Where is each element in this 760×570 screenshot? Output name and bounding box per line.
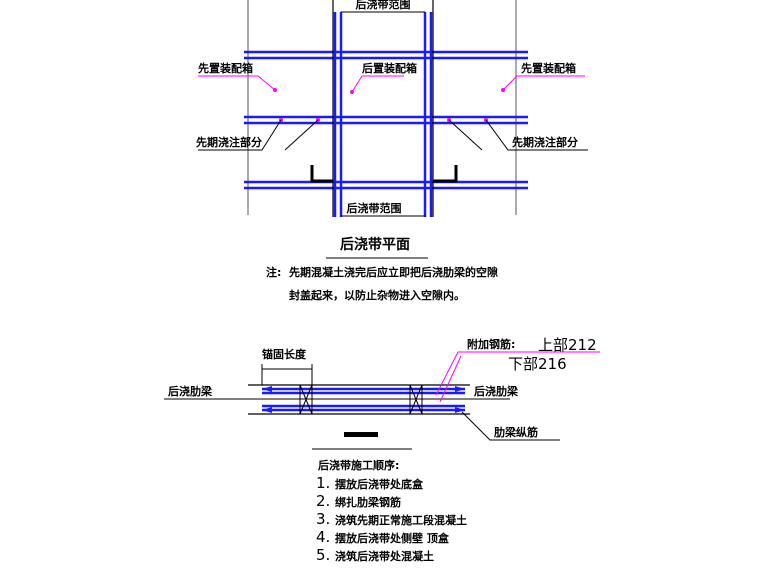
- upper-rebar-label: 上部212: [538, 336, 597, 354]
- sequence-step-text: 浇筑后浇带处混凝土: [335, 549, 434, 563]
- plan-title: 后浇带平面: [340, 236, 410, 253]
- section-brace-right: [409, 384, 423, 415]
- leader-lines: [198, 75, 585, 93]
- rebar-hooks: [262, 386, 465, 413]
- section-rebar-bottom: [262, 404, 465, 412]
- plan-note-prefix: 注:: [266, 265, 281, 279]
- box-label-left: 先置装配箱: [198, 61, 253, 75]
- pour-label-right: 先期浇注部分: [512, 135, 578, 149]
- rib-label-right: 后浇肋梁: [474, 384, 519, 398]
- band-label-bottom: 后浇带范围: [347, 201, 402, 215]
- sequence-step: 3. 浇筑先期正常施工段混凝土: [316, 510, 467, 528]
- lower-rebar-label: 下部216: [508, 355, 567, 373]
- plan-note-line1: 先期混凝土浇完后应立即把后浇肋梁的空隙: [289, 265, 498, 279]
- section-slab-outline: [248, 384, 470, 415]
- section-rebar-top: [262, 387, 465, 395]
- sequence-step-number: 5.: [316, 546, 330, 564]
- additional-rebar-label: 附加钢筋:: [467, 337, 515, 351]
- sequence-step: 1. 摆放后浇带处底盒: [316, 474, 424, 492]
- plan-beam-vertical-right: [423, 12, 433, 217]
- rib-label-left: 后浇肋梁: [168, 384, 213, 398]
- sequence-step-text: 摆放后浇带处侧壁 顶盒: [335, 531, 450, 545]
- box-label-right: 先置装配箱: [521, 61, 576, 75]
- sequence-step: 4. 摆放后浇带处侧壁 顶盒: [316, 528, 450, 546]
- plan-beam-middle: [244, 115, 528, 125]
- sequence-step-number: 2.: [316, 492, 330, 510]
- sequence-step-text: 绑扎肋梁钢筋: [335, 495, 401, 509]
- sequence-step: 2. 绑扎肋梁钢筋: [316, 492, 401, 510]
- rebar-leader-lines: [435, 351, 600, 403]
- plan-beam-bottom: [244, 180, 528, 190]
- plan-beam-top: [244, 50, 528, 60]
- sequence-step-text: 摆放后浇带处底盒: [335, 477, 424, 491]
- sequence-step-number: 1.: [316, 474, 330, 492]
- sequence-title: 后浇带施工顺序:: [318, 458, 399, 472]
- construction-sequence: 后浇带施工顺序: 1. 摆放后浇带处底盒 2. 绑扎肋梁钢筋 3. 浇筑先期正常…: [316, 458, 467, 564]
- rib-rebar-leader: [461, 411, 560, 441]
- section-mark: [344, 432, 378, 437]
- side-form-mark-right: [433, 165, 458, 183]
- sequence-step-text: 浇筑先期正常施工段混凝土: [335, 513, 467, 527]
- pour-leader-lines: [198, 119, 588, 151]
- pour-label-left: 先期浇注部分: [196, 135, 262, 149]
- anchor-length-label: 锚固长度: [262, 347, 307, 361]
- sequence-step-number: 3.: [316, 510, 330, 528]
- section-brace-left: [299, 384, 313, 415]
- plan-beam-vertical-left: [333, 12, 343, 217]
- sequence-step-number: 4.: [316, 528, 330, 546]
- rib-rebar-label: 肋梁纵筋: [494, 425, 538, 439]
- plan-view: 后浇带范围 后浇带范围 先置装配箱: [196, 0, 588, 302]
- box-label-center: 后置装配箱: [362, 61, 417, 75]
- section-view: 锚固长度 附加钢筋: 上部212 下部216 后浇肋梁 后浇肋梁 肋梁纵筋: [164, 336, 600, 450]
- plan-note-line2: 封盖起来，以防止杂物进入空隙内。: [289, 288, 465, 302]
- band-label-top: 后浇带范围: [356, 0, 411, 11]
- sequence-step: 5. 浇筑后浇带处混凝土: [316, 546, 434, 564]
- side-form-mark-left: [310, 165, 333, 183]
